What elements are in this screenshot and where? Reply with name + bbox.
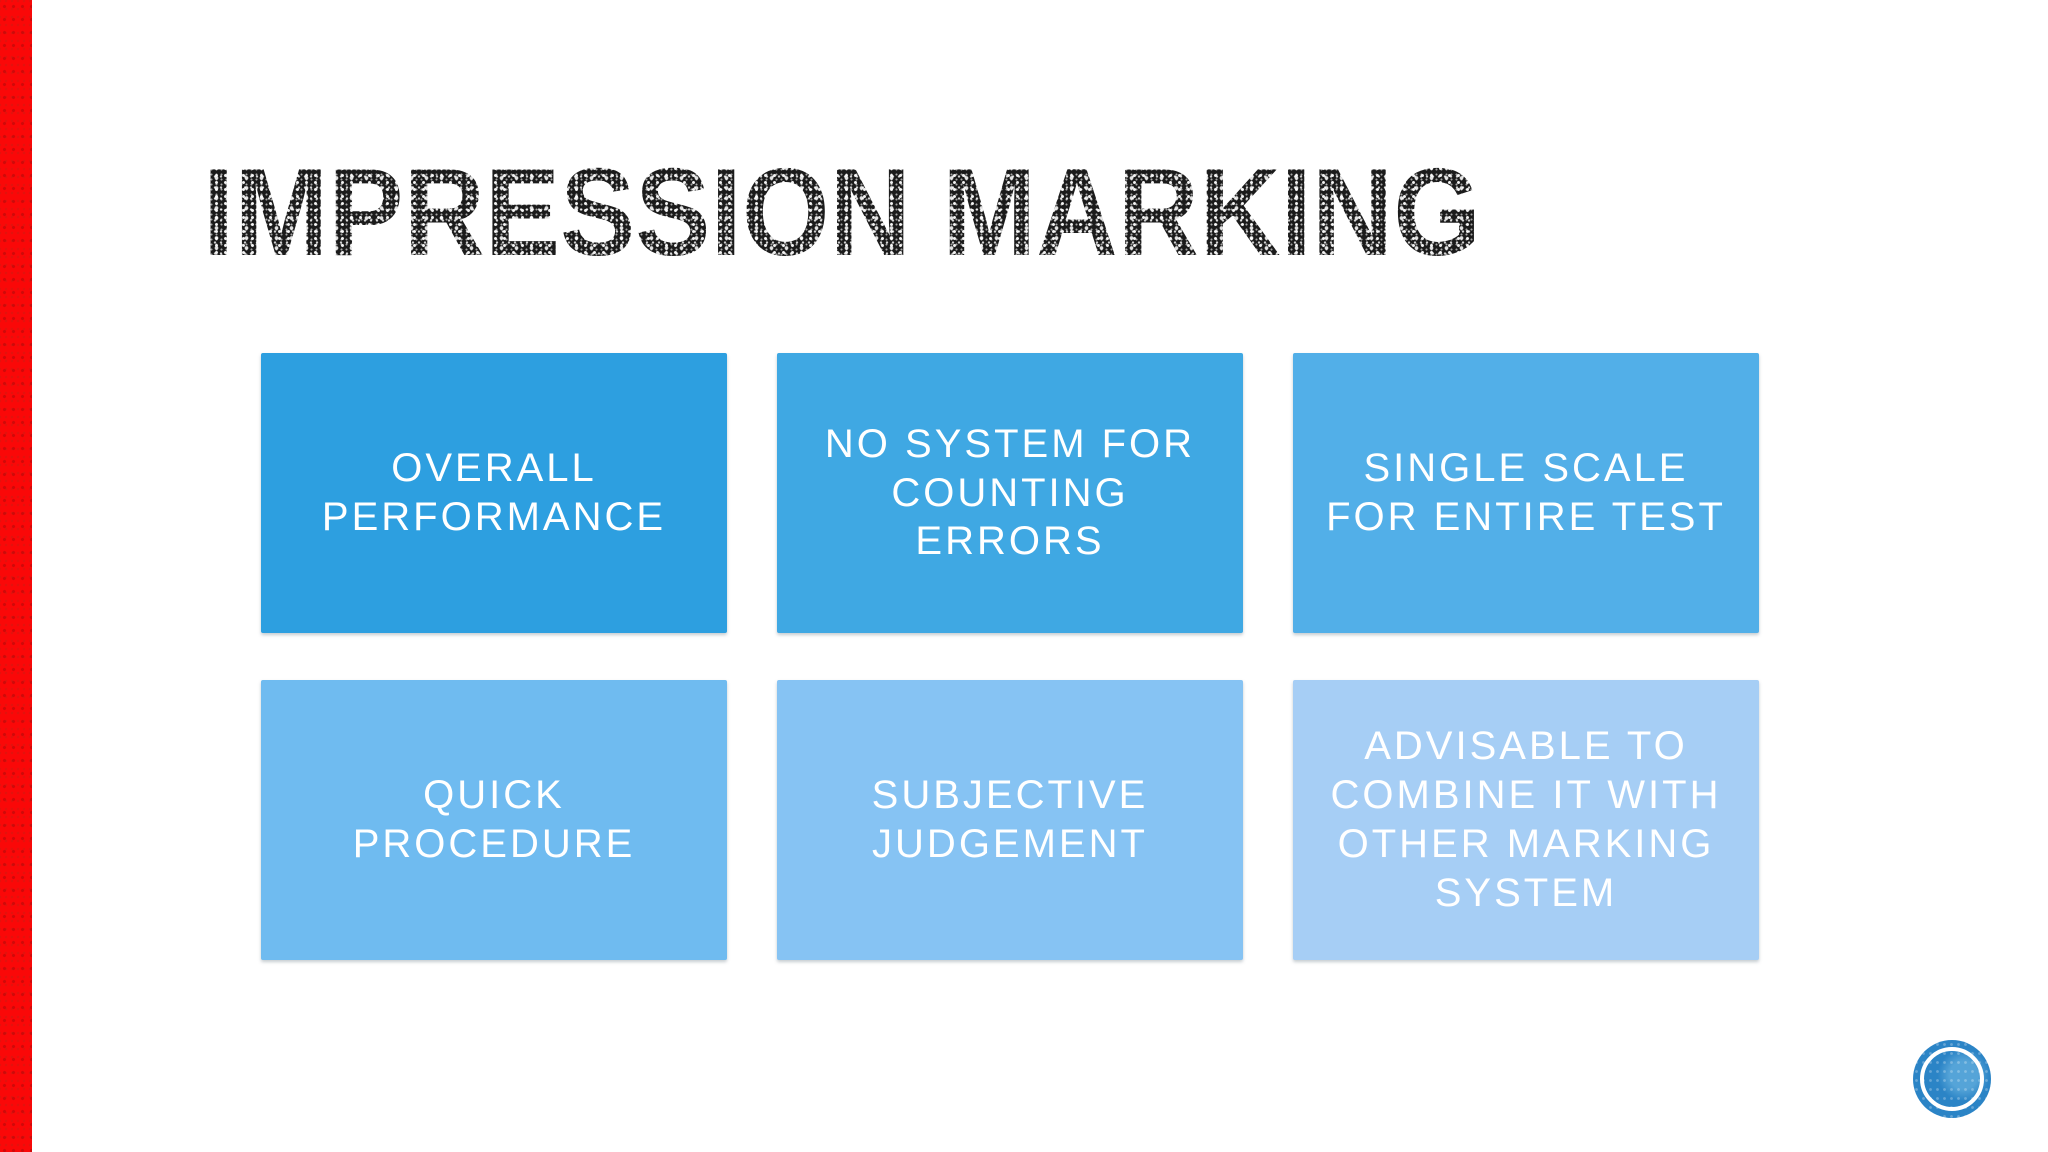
card-advisable-to-combine: ADVISABLE TO COMBINE IT WITH OTHER MARKI… [1293, 680, 1759, 960]
badge-inner-ring-icon [1920, 1047, 1984, 1111]
card-label: QUICK PROCEDURE [352, 773, 636, 866]
card-label: NO SYSTEM FOR COUNTING ERRORS [824, 421, 1196, 564]
stamped-circle-badge [1913, 1040, 1991, 1118]
cards-grid: OVERALL PERFORMANCE NO SYSTEM FOR COUNTI… [261, 353, 1759, 960]
card-label: OVERALL PERFORMANCE [321, 446, 667, 539]
page-title: IMPRESSION MARKING [203, 144, 1481, 282]
card-label: ADVISABLE TO COMBINE IT WITH OTHER MARKI… [1330, 724, 1722, 915]
card-label: SUBJECTIVE JUDGEMENT [871, 773, 1149, 866]
card-subjective-judgement: SUBJECTIVE JUDGEMENT [777, 680, 1243, 960]
slide-title-block: IMPRESSION MARKING [203, 118, 1493, 288]
card-label: SINGLE SCALE FOR ENTIRE TEST [1326, 446, 1726, 539]
card-overall-performance: OVERALL PERFORMANCE [261, 353, 727, 633]
card-quick-procedure: QUICK PROCEDURE [261, 680, 727, 960]
left-accent-bar [0, 0, 32, 1152]
card-single-scale-for-entire-test: SINGLE SCALE FOR ENTIRE TEST [1293, 353, 1759, 633]
card-no-system-for-counting-errors: NO SYSTEM FOR COUNTING ERRORS [777, 353, 1243, 633]
slide-title-svg: IMPRESSION MARKING [203, 144, 1481, 282]
